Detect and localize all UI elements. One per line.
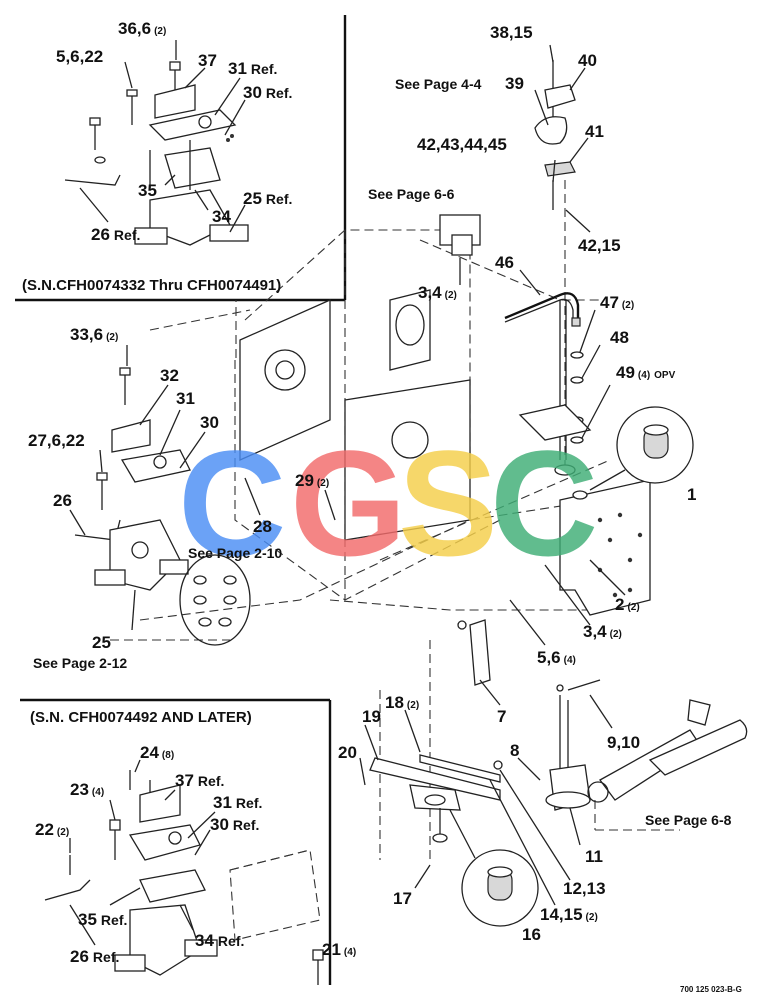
note-see-page-6-6: See Page 6-6: [368, 186, 455, 202]
callout-41: 41: [585, 122, 604, 141]
detail-circle-16: [449, 809, 539, 927]
callout-42-43-44-45: 42,43,44,45: [417, 135, 507, 154]
callout-39: 39: [505, 74, 524, 93]
note-see-page-2-12: See Page 2-12: [33, 655, 127, 671]
serial-range-title-top: (S.N.CFH0074332 Thru CFH0074491): [22, 277, 281, 294]
callout-30: 30: [200, 413, 219, 432]
callout-22: 22(2): [35, 820, 69, 839]
watermark-letter-4: C: [490, 419, 598, 587]
callout-37: 37: [198, 51, 217, 70]
callout-16: 16: [522, 925, 541, 944]
callout-12-13: 12,13: [563, 879, 606, 898]
callout-17: 17: [393, 889, 412, 908]
mid-left-assembly: [74, 367, 191, 591]
inset-bottom-assembly: [44, 770, 324, 985]
callout-7: 7: [497, 707, 506, 726]
inset-frame-bottom-left: [20, 698, 332, 985]
callout-8: 8: [510, 741, 519, 760]
washer-stack: [518, 351, 592, 500]
callout-25: 25: [92, 633, 111, 652]
callout-3-4-mid: 3,4(2): [583, 622, 622, 641]
note-see-page-2-10: See Page 2-10: [188, 545, 282, 561]
watermark-letter-3: S: [398, 419, 498, 587]
callout-40: 40: [578, 51, 597, 70]
linkage-yoke: [587, 699, 748, 831]
callout-21: 21(4): [322, 940, 356, 959]
callout-28: 28: [253, 517, 272, 536]
callout-48: 48: [610, 328, 629, 347]
callout-23: 23(4): [70, 780, 104, 799]
callout-5-6-22: 5,6,22: [56, 47, 103, 66]
callout-47: 47(2): [600, 293, 634, 312]
callout-14-15: 14,15(2): [540, 905, 598, 924]
callout-29: 29(2): [295, 471, 329, 490]
leader-lines: [69, 40, 626, 946]
callout-46: 46: [495, 253, 514, 272]
callout-18: 18(2): [385, 693, 419, 712]
callout-35: 35: [138, 181, 157, 200]
watermark: C G S C: [178, 419, 598, 587]
callout-24: 24(8): [140, 743, 174, 762]
callout-1: 1: [687, 485, 696, 504]
callout-11: 11: [585, 847, 603, 866]
callout-36-6: 36,6(2): [118, 19, 166, 38]
note-see-page-6-8: See Page 6-8: [645, 812, 732, 828]
callout-31: 31: [176, 389, 195, 408]
bracket-19: [369, 754, 503, 843]
callout-34: 34: [212, 207, 231, 226]
callout-2: 2(2): [615, 595, 640, 614]
callout-38-15: 38,15: [490, 23, 533, 42]
shift-lever-top-assembly: [439, 60, 576, 470]
callout-9-10: 9,10: [607, 733, 640, 752]
detail-circle-1: [589, 406, 694, 491]
inset-top-assembly: [64, 61, 249, 246]
watermark-letter-2: G: [290, 419, 407, 587]
vertical-shaft: [545, 679, 601, 811]
callout-32: 32: [160, 366, 179, 385]
callout-42-15: 42,15: [578, 236, 621, 255]
callout-26: 26: [53, 491, 72, 510]
callout-49-opv: 49(4)OPV: [616, 363, 676, 382]
serial-range-title-bottom: (S.N. CFH0074492 AND LATER): [30, 709, 252, 726]
callout-19: 19: [362, 707, 381, 726]
watermark-letter-1: C: [178, 419, 286, 587]
wheel-hub: [179, 554, 251, 646]
gearbox-housing: [239, 289, 471, 541]
drawing-code: 700 125 023-B-G: [680, 985, 742, 994]
callout-27-6-22: 27,6,22: [28, 431, 85, 450]
lever-7: [457, 619, 491, 686]
callout-3-4-top: 3,4(2): [418, 283, 457, 302]
callout-5-6: 5,6(4): [537, 648, 576, 667]
callout-20: 20: [338, 743, 357, 762]
note-see-page-4-4: See Page 4-4: [395, 76, 482, 92]
callout-33-6: 33,6(2): [70, 325, 118, 344]
